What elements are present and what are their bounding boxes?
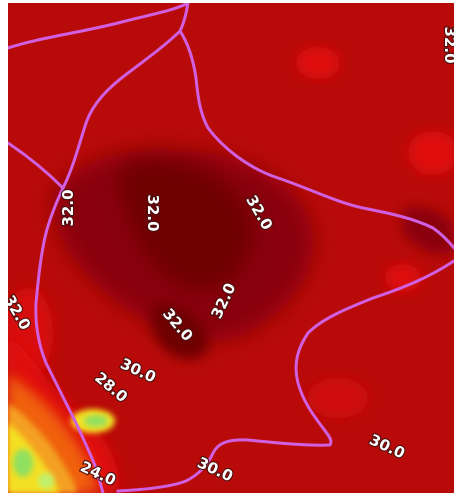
contour-label: 32.0 <box>59 189 77 226</box>
cool-patch-green <box>84 415 108 427</box>
boundary-east-south <box>116 259 454 493</box>
cool-patch-lightgreen-sw <box>38 473 54 489</box>
boundary-west <box>34 3 190 493</box>
contour-label: 32.0 <box>144 194 162 231</box>
contour-label: 32.0 <box>441 26 454 63</box>
cool-patch-green-sw <box>13 449 33 477</box>
boundary-northwest <box>8 141 65 190</box>
map-frame: 32.0 32.0 32.0 32.0 32.0 32.0 32.0 30.0 … <box>8 3 454 493</box>
region-boundaries <box>8 3 454 493</box>
bright-patch-south <box>308 378 368 418</box>
bright-patch-north <box>296 47 340 79</box>
warm-patch-east <box>403 206 454 255</box>
boundary-central <box>178 29 454 250</box>
temperature-map[interactable]: 32.0 32.0 32.0 32.0 32.0 32.0 32.0 30.0 … <box>8 3 454 493</box>
boundary-north <box>8 3 190 50</box>
warm-core-region-south <box>150 303 209 360</box>
warmest-core-region <box>119 159 253 291</box>
bright-patch-east <box>408 131 454 175</box>
